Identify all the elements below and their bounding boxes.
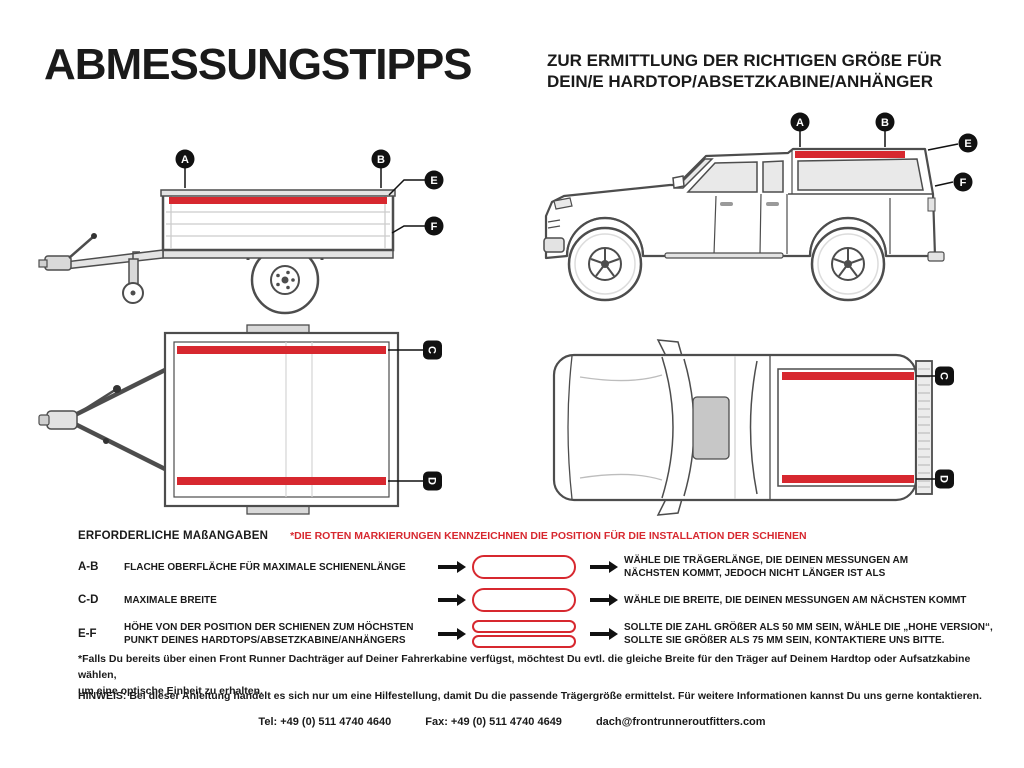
rail-marking-side (169, 197, 387, 204)
rail-marking-top-left (177, 346, 386, 354)
marker-lines (799, 131, 959, 187)
truck-top-diagram: C D (552, 339, 954, 516)
measurement-row-ab: A-B FLACHE OBERFLÄCHE FÜR MAXIMALE SCHIE… (78, 554, 1008, 580)
row-description: FLACHE OBERFLÄCHE FÜR MAXIMALE SCHIENENL… (124, 561, 406, 573)
svg-text:D: D (938, 475, 950, 483)
trailer-jockey-wheel (122, 251, 144, 304)
svg-text:E: E (964, 138, 971, 150)
svg-text:F: F (960, 177, 967, 189)
marker-lines (184, 168, 425, 234)
svg-text:F: F (431, 221, 438, 233)
svg-text:B: B (377, 154, 385, 166)
arrow-icon (436, 561, 468, 573)
arrow-icon (436, 594, 468, 606)
truck-side-marker-f: F (953, 172, 973, 192)
truck-rear-wheel (810, 226, 886, 302)
trailer-side-diagram: A B E F (38, 149, 444, 315)
truck-side-marker-e: E (958, 133, 978, 153)
arrow-icon (588, 628, 620, 640)
marker-lines (388, 349, 423, 482)
truck-wheel-arches (565, 216, 888, 257)
row-result: SOLLTE DIE ZAHL GRÖßER ALS 50 MM SEIN, W… (624, 622, 993, 646)
arrow-icon (436, 628, 468, 640)
measurements-header: ERFORDERLICHE MAßANGABEN *DIE ROTEN MARK… (78, 530, 1008, 542)
truck-top-marker-c: C (935, 366, 954, 386)
row-description: MAXIMALE BREITE (124, 594, 217, 606)
row-result: WÄHLE DIE TRÄGERLÄNGE, DIE DEINEN MESSUN… (624, 555, 909, 579)
page-subtitle: ZUR ERMITTLUNG DER RICHTIGEN GRÖßE FÜR D… (547, 50, 942, 92)
svg-text:B: B (881, 117, 889, 129)
red-markings-note: *DIE ROTEN MARKIERUNGEN KENNZEICHNEN DIE… (290, 530, 807, 542)
measurement-field (472, 635, 576, 648)
measurement-row-cd: C-D MAXIMALE BREITE WÄHLE DIE BREITE, DI… (78, 588, 1008, 612)
measurement-field (472, 620, 576, 633)
trailer-top-marker-c: C (423, 340, 442, 360)
rail-marking-bed-right (782, 475, 914, 483)
arrow-icon (588, 561, 620, 573)
measurement-field-ab (472, 555, 576, 579)
measurements-section: ERFORDERLICHE MAßANGABEN *DIE ROTEN MARK… (78, 530, 1008, 656)
trailer-wheel (250, 245, 320, 315)
row-result: WÄHLE DIE BREITE, DIE DEINEN MESSUNGEN A… (624, 594, 967, 606)
subtitle-line-2: DEIN/E HARDTOP/ABSETZKABINE/ANHÄNGER (547, 72, 933, 92)
truck-side-marker-b: B (875, 112, 895, 132)
rail-marking-bed-left (782, 372, 914, 380)
measurement-field-cd (472, 588, 576, 612)
row-description: HÖHE VON DER POSITION DER SCHIENEN ZUM H… (124, 622, 414, 646)
trailer-side-marker-f: F (424, 216, 444, 236)
truck-side-diagram: A B E F (543, 112, 978, 302)
hinweis-note: HINWEIS: Bei dieser Anleitung handelt es… (78, 690, 982, 702)
asterisk-footnote: *Falls Du bereits über einen Front Runne… (78, 653, 971, 697)
svg-text:E: E (430, 175, 437, 187)
contact-footer: Tel: +49 (0) 511 4740 4640 Fax: +49 (0) … (0, 716, 1024, 728)
rail-marking-canopy (795, 151, 905, 158)
truck-top-body (552, 353, 933, 502)
footer-email: dach@frontrunneroutfitters.com (595, 716, 766, 728)
svg-text:C: C (938, 372, 950, 380)
trailer-side-marker-e: E (424, 170, 444, 190)
svg-text:D: D (426, 477, 438, 485)
svg-text:C: C (426, 346, 438, 354)
measurement-row-ef: E-F HÖHE VON DER POSITION DER SCHIENEN Z… (78, 620, 1008, 648)
page-title: ABMESSUNGSTIPPS (44, 40, 473, 89)
truck-side-marker-a: A (790, 112, 810, 132)
marker-lines (916, 375, 935, 480)
row-id: E-F (78, 628, 97, 640)
arrow-icon (588, 594, 620, 606)
measurements-heading: ERFORDERLICHE MAßANGABEN (78, 530, 269, 542)
truck-windows (674, 158, 924, 193)
row-id: A-B (78, 561, 99, 573)
row-id: C-D (78, 594, 99, 606)
measurement-field-ef (472, 620, 584, 648)
trailer-side-marker-b: B (371, 149, 391, 169)
trailer-side-marker-a: A (175, 149, 195, 169)
trailer-top-marker-d: D (423, 471, 442, 491)
svg-text:A: A (796, 117, 804, 129)
trailer-top-diagram: C D (38, 324, 442, 515)
truck-details (543, 150, 945, 262)
subtitle-line-1: ZUR ERMITTLUNG DER RICHTIGEN GRÖßE FÜR (547, 51, 942, 70)
rail-marking-top-right (177, 477, 386, 485)
footer-tel: Tel: +49 (0) 511 4740 4640 (258, 716, 392, 728)
footer-fax: Fax: +49 (0) 511 4740 4649 (425, 716, 562, 728)
truck-front-wheel (567, 226, 643, 302)
truck-top-marker-d: D (935, 469, 954, 489)
trailer-top-drawbar (38, 367, 167, 472)
svg-text:A: A (181, 154, 189, 166)
